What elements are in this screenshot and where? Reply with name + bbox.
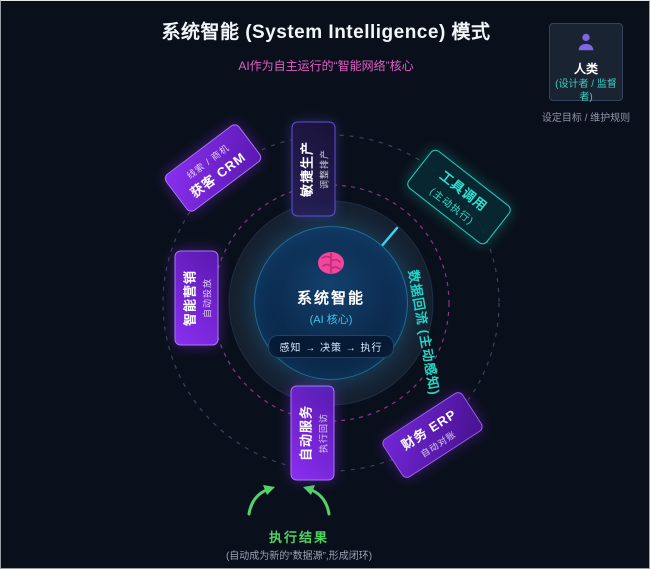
node-production: 敏捷生产 调整排产 (291, 121, 336, 217)
execution-result-label: 执行结果 (268, 530, 329, 545)
node-marketing: 智能营销 自动投放 (174, 250, 219, 346)
ai-core-subtitle: (AI 核心) (309, 313, 353, 326)
ai-core-process: 感知 → 决策 → 执行 (268, 334, 394, 358)
execution-result-caption: (自动成为新的“数据源”,形成闭环) (225, 551, 373, 562)
needle-pointer (378, 226, 399, 250)
loop-arrows-icon (247, 485, 331, 516)
brain-icon (312, 249, 350, 284)
page-title: 系统智能 (System Intelligence) 模式 (161, 22, 491, 43)
human-role: (设计者 / 监督者) (555, 79, 617, 103)
ai-core-circle: 系统智能 (AI 核心) 感知 → 决策 → 执行 (254, 226, 408, 380)
page-subtitle: AI作为自主运行的“智能网络”核心 (238, 59, 414, 73)
human-caption: 设定目标 / 维护规则 (541, 113, 631, 124)
person-icon (575, 31, 597, 58)
node-marketing-sublabel: 自动投放 (202, 278, 213, 319)
node-marketing-label: 智能营销 (182, 270, 198, 327)
node-production-label: 敏捷生产 (299, 141, 315, 198)
node-service-sublabel: 执行回访 (318, 413, 329, 454)
node-service-label: 自动服务 (298, 405, 314, 462)
human-panel: 人类 (设计者 / 监督者) (549, 23, 623, 103)
node-service: 自动服务 执行回访 (290, 385, 335, 481)
ai-core-title: 系统智能 (296, 289, 365, 307)
human-name: 人类 (573, 62, 598, 76)
node-production-sublabel: 调整排产 (319, 149, 330, 190)
